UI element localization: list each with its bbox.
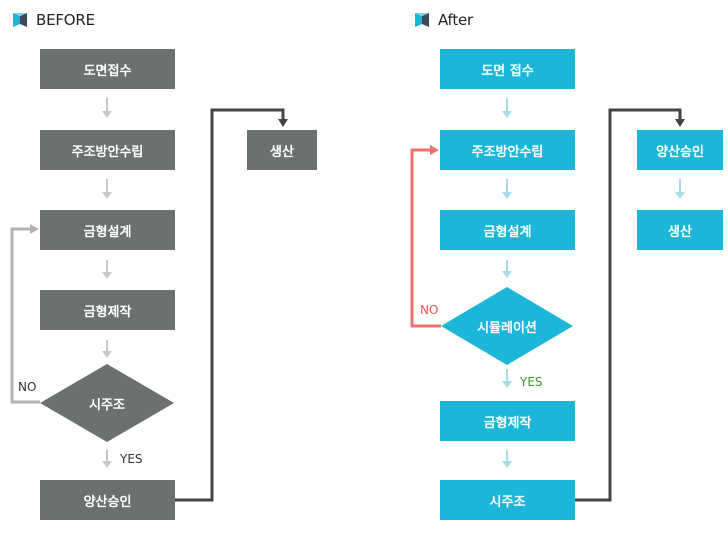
before-header: BEFORE bbox=[10, 8, 95, 32]
before-no-loop bbox=[10, 227, 40, 404]
after-no-loop bbox=[410, 148, 441, 328]
before-no-arrowhead bbox=[30, 224, 39, 234]
before-step-casting-plan: 주조방안수립 bbox=[40, 130, 175, 170]
before-no-label: NO bbox=[18, 380, 37, 394]
after-step-drawing-receipt: 도면 접수 bbox=[440, 49, 575, 89]
after-decision-simulation: 시뮬레이션 bbox=[441, 287, 573, 365]
after-no-label: NO bbox=[420, 303, 439, 317]
after-step-mold-making: 금형제작 bbox=[440, 401, 575, 441]
before-decision-label: 시주조 bbox=[89, 397, 125, 413]
before-step-drawing-receipt: 도면접수 bbox=[40, 49, 175, 89]
after-yes-label: YES bbox=[520, 375, 543, 389]
before-step-mold-making: 금형제작 bbox=[40, 290, 175, 330]
after-step-production: 생산 bbox=[637, 210, 723, 250]
after-approval-arrowhead bbox=[675, 119, 685, 127]
hexagon-logo-icon bbox=[415, 13, 429, 27]
before-decision-trial-casting: 시주조 bbox=[40, 364, 174, 442]
before-title: BEFORE bbox=[36, 11, 95, 29]
after-step-mass-production-approval: 양산승인 bbox=[637, 130, 723, 170]
after-no-arrowhead bbox=[430, 145, 439, 155]
before-step-production: 생산 bbox=[247, 130, 317, 170]
before-step-mass-production-approval: 양산승인 bbox=[40, 480, 175, 520]
after-step-trial-casting: 시주조 bbox=[440, 480, 575, 520]
after-header: After bbox=[412, 8, 473, 32]
after-title: After bbox=[438, 11, 474, 29]
after-decision-label: 시뮬레이션 bbox=[477, 320, 537, 336]
before-production-arrowhead bbox=[278, 119, 288, 127]
hexagon-logo-icon bbox=[13, 13, 27, 27]
before-step-mold-design: 금형설계 bbox=[40, 210, 175, 250]
before-yes-label: YES bbox=[120, 452, 143, 466]
after-step-casting-plan: 주조방안수립 bbox=[440, 130, 575, 170]
after-step-mold-design: 금형설계 bbox=[440, 210, 575, 250]
